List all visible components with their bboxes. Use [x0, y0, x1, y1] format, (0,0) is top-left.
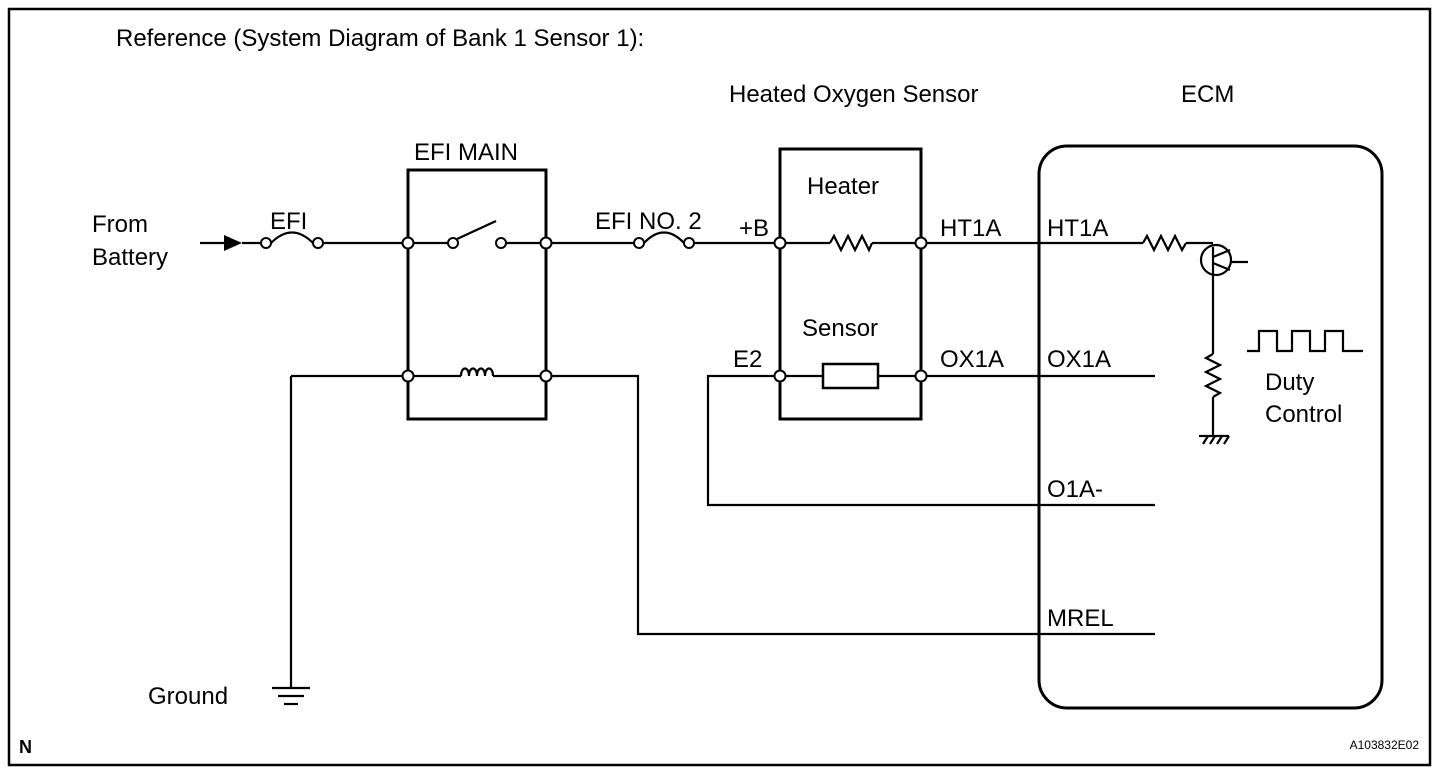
diagram-frame: [7, 7, 1432, 767]
heated-oxygen-sensor: [773, 147, 928, 421]
pin-e2: E2: [733, 346, 762, 373]
relay-label: EFI MAIN: [414, 139, 518, 166]
duty-control-line1: Duty: [1265, 369, 1314, 396]
sensor-pin-ht1a: HT1A: [940, 215, 1001, 242]
ecm-pin-o1a-minus: O1A-: [1047, 476, 1103, 503]
ground-label: Ground: [148, 683, 228, 710]
ecm-box: [1037, 144, 1384, 710]
fuse-efi-no2: [633, 231, 695, 249]
duty-control-line2: Control: [1265, 401, 1342, 428]
sensor-title: Heated Oxygen Sensor: [729, 81, 978, 108]
ecm-pin-ht1a: HT1A: [1047, 215, 1108, 242]
relay-efi-main: [401, 168, 553, 421]
source-label-line2: Battery: [92, 244, 168, 271]
heater-label: Heater: [807, 173, 879, 200]
ecm-pin-ox1a: OX1A: [1047, 346, 1111, 373]
reference-title: Reference (System Diagram of Bank 1 Sens…: [116, 25, 644, 52]
ecm-heater-driver: [1142, 233, 1248, 445]
fuse-efi-label: EFI: [270, 208, 307, 235]
sensor-element-label: Sensor: [802, 315, 878, 342]
battery-input-arrow: [200, 235, 242, 251]
fuse-efi: [260, 231, 324, 249]
corner-mark: N: [19, 737, 32, 757]
wire-mrel: [551, 374, 1155, 636]
wire-o1a-minus: [706, 374, 1155, 507]
fuse-efi-no2-label: EFI NO. 2: [595, 208, 702, 235]
source-label-line1: From: [92, 211, 148, 238]
duty-control-waveform-icon: [1247, 329, 1363, 353]
ground-symbol: [272, 686, 310, 706]
figure-id: A103832E02: [1350, 738, 1420, 752]
sensor-pin-ox1a: OX1A: [940, 346, 1004, 373]
pin-plus-b: +B: [739, 215, 769, 242]
ecm-pin-mrel: MREL: [1047, 605, 1114, 632]
ecm-title: ECM: [1181, 81, 1234, 108]
